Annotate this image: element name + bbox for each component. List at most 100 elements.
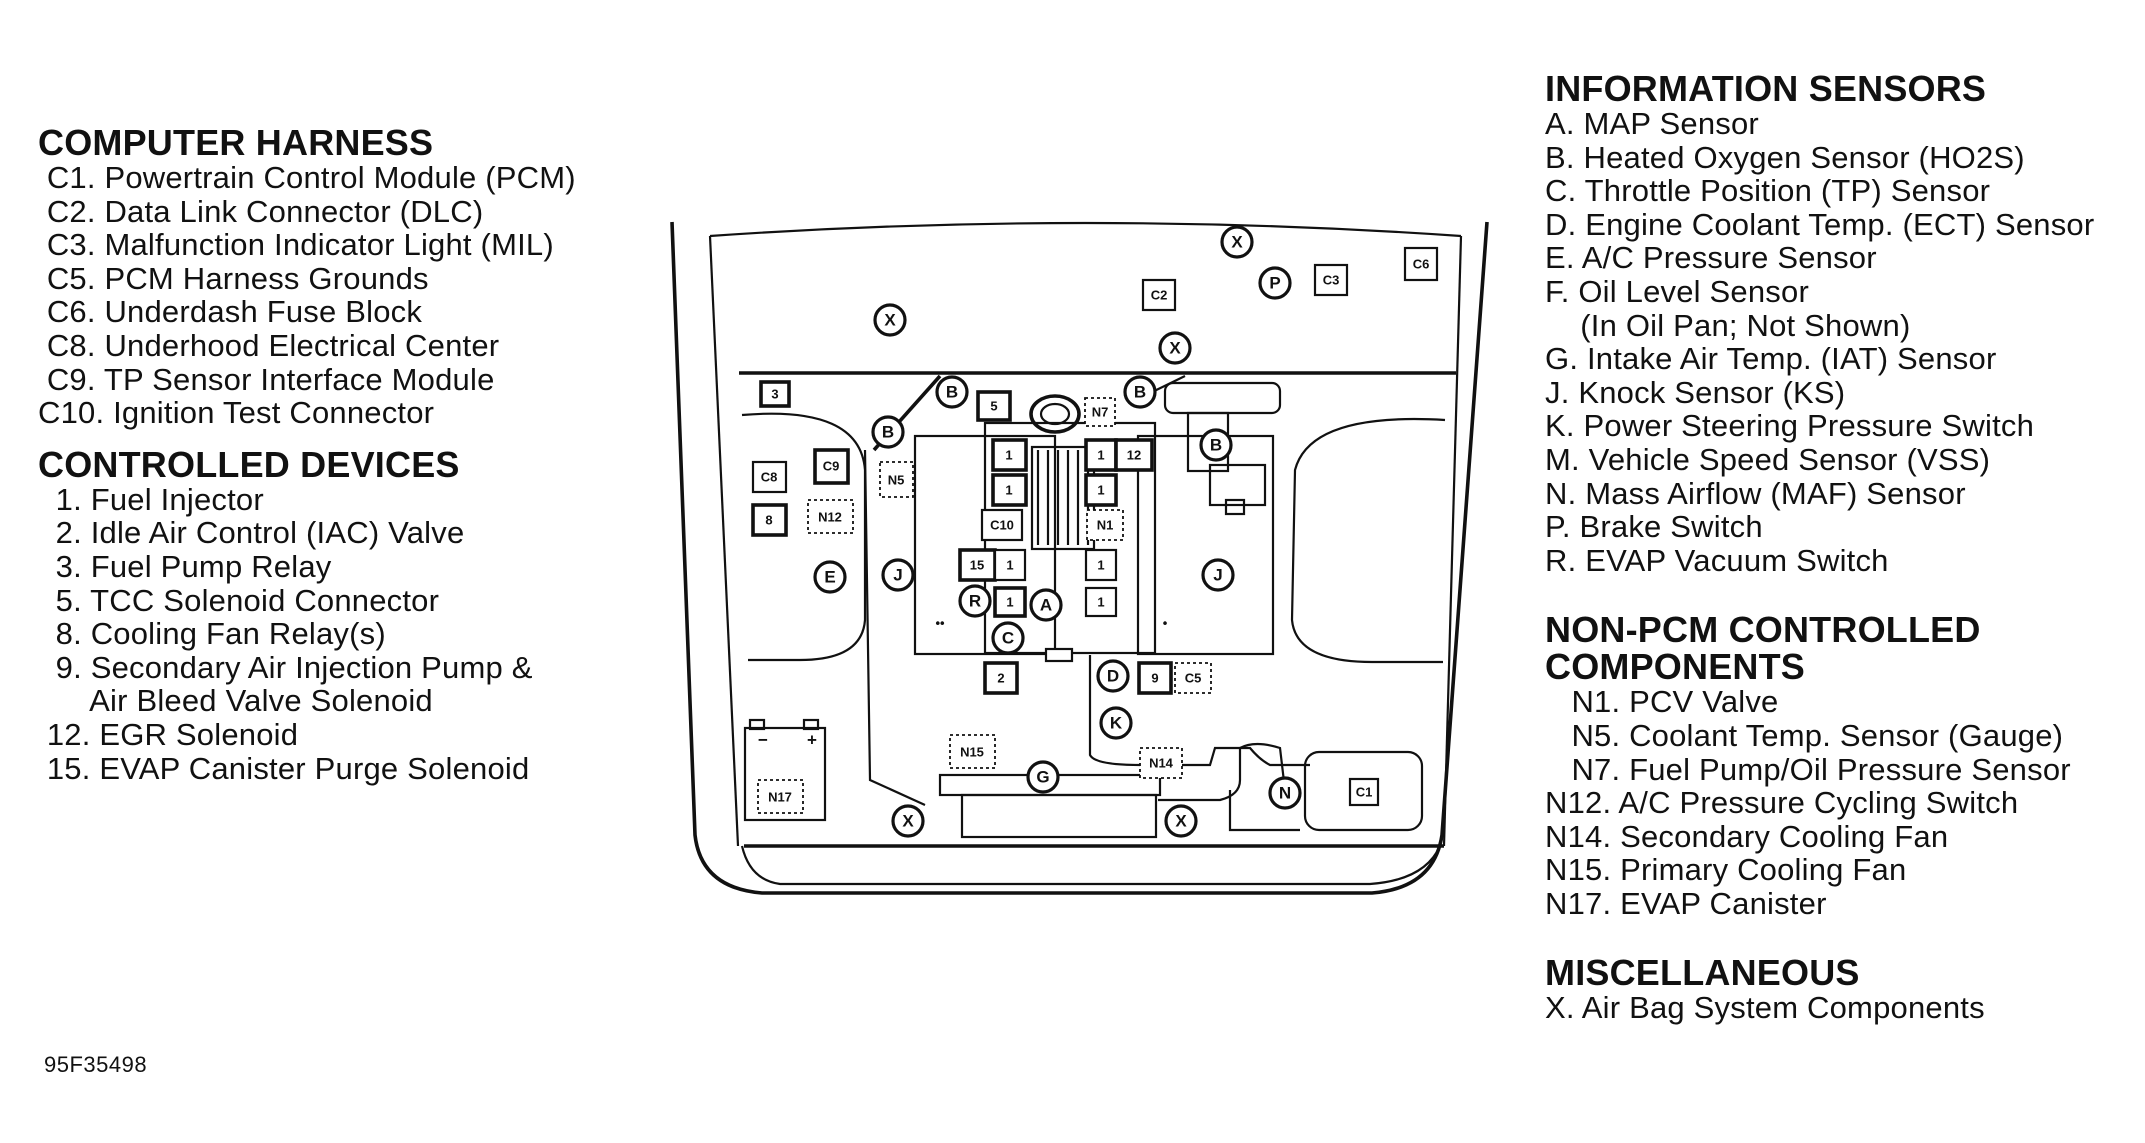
circle-p: P (1258, 266, 1292, 300)
legend-item-f-cont: (In Oil Pan; Not Shown) (1545, 307, 1911, 343)
legend-item-n14: N14. Secondary Cooling Fan (1545, 818, 1949, 854)
svg-text:X: X (884, 311, 896, 330)
box-1-g: 1 (993, 586, 1027, 618)
svg-text:X: X (1231, 233, 1243, 252)
svg-text:C10: C10 (990, 518, 1014, 533)
svg-text:C2: C2 (1151, 288, 1168, 303)
box-n5: N5 (879, 461, 914, 498)
circle-x-2: X (873, 303, 907, 337)
svg-text:1: 1 (1006, 595, 1013, 610)
svg-text:X: X (1169, 339, 1181, 358)
pcm-bracket (1228, 790, 1300, 832)
svg-text:C3: C3 (1323, 273, 1340, 288)
legend-item-2: 2. Idle Air Control (IAC) Valve (38, 515, 465, 551)
legend-item-1: 1. Fuel Injector (38, 481, 264, 517)
air-intake-duct (1088, 655, 1310, 767)
svg-text:1: 1 (1005, 448, 1012, 463)
circle-d: D (1096, 659, 1130, 693)
svg-text:J: J (1213, 566, 1222, 585)
box-n15: N15 (949, 734, 996, 769)
legend-item-c5: C5. PCM Harness Grounds (38, 260, 429, 296)
legend-item-n1: N1. PCV Valve (1545, 684, 1779, 720)
fender-outline (670, 221, 1489, 895)
legend-item-g: G. Intake Air Temp. (IAT) Sensor (1545, 341, 1997, 377)
oil-filler-cap (1029, 394, 1081, 434)
legend-item-c6: C6. Underdash Fuse Block (38, 294, 423, 330)
box-8: 8 (751, 503, 788, 537)
battery-post-right (802, 718, 820, 731)
plenum-ribs (1030, 445, 1096, 551)
circle-r: R (958, 584, 992, 618)
svg-text:1: 1 (1097, 558, 1104, 573)
svg-text:1: 1 (1006, 558, 1013, 573)
engine-block-right (1136, 434, 1275, 656)
svg-text:X: X (1175, 812, 1187, 831)
legend-item-e: E. A/C Pressure Sensor (1545, 240, 1877, 276)
svg-text:N1: N1 (1097, 518, 1114, 533)
svg-text:C9: C9 (823, 459, 840, 474)
svg-text:C5: C5 (1185, 671, 1202, 686)
box-1-a: 1 (991, 438, 1028, 472)
brake-booster-body (1208, 463, 1267, 507)
legend-item-c1: C1. Powertrain Control Module (PCM) (38, 160, 576, 195)
right-wheel-well (1290, 417, 1446, 664)
inner-right-wall (1442, 235, 1463, 847)
box-1-d: 1 (1084, 473, 1118, 507)
legend-item-f: F. Oil Level Sensor (1545, 273, 1809, 309)
box-c3: C3 (1313, 263, 1349, 297)
air-cleaner-box (960, 793, 1158, 839)
component-boxes: 3 5 1 1 12 1 1 C10 N1 15 1 1 1 1 2 9 C5 … (751, 246, 1439, 814)
circle-k: K (1099, 706, 1133, 740)
engine-mark-right: • (1163, 616, 1168, 631)
box-5: 5 (976, 390, 1012, 422)
box-n14: N14 (1139, 747, 1183, 779)
circle-a: A (1029, 588, 1063, 622)
maf-duct (1158, 742, 1287, 802)
engine-mark-left: •• (935, 616, 945, 631)
box-1-c: 1 (991, 473, 1028, 507)
circle-x-5: X (1164, 804, 1198, 838)
svg-text:1: 1 (1097, 448, 1104, 463)
svg-text:5: 5 (990, 399, 997, 414)
circle-g: G (1026, 760, 1060, 794)
box-1-f: 1 (1084, 548, 1118, 582)
circle-x-1: X (1220, 225, 1254, 259)
box-c10: C10 (980, 508, 1024, 542)
legend-item-8: 8. Cooling Fan Relay(s) (38, 616, 386, 652)
svg-text:9: 9 (1151, 671, 1158, 686)
svg-text:N15: N15 (960, 745, 984, 760)
svg-text:C8: C8 (761, 470, 778, 485)
box-c8: C8 (751, 460, 788, 494)
legend-item-5: 5. TCC Solenoid Connector (38, 582, 440, 618)
svg-text:A: A (1040, 596, 1052, 615)
legend-item-k: K. Power Steering Pressure Switch (1545, 408, 2035, 444)
svg-text:J: J (893, 566, 902, 585)
svg-text:G: G (1036, 768, 1049, 787)
box-c5: C5 (1174, 662, 1212, 694)
legend-item-n7: N7. Fuel Pump/Oil Pressure Sensor (1545, 751, 2071, 787)
legend-item-b: B. Heated Oxygen Sensor (HO2S) (1545, 139, 2025, 175)
legend-item-12: 12. EGR Solenoid (38, 716, 299, 752)
box-c6: C6 (1403, 246, 1439, 282)
svg-text:N5: N5 (888, 473, 905, 488)
throttle-body (1044, 647, 1074, 663)
legend-item-c2: C2. Data Link Connector (DLC) (38, 193, 484, 229)
svg-text:N: N (1279, 784, 1291, 803)
legend-item-c10: C10. Ignition Test Connector (38, 395, 435, 431)
right-legend: INFORMATION SENSORS A. MAP Sensor B. Hea… (1545, 70, 2094, 1025)
box-2: 2 (983, 661, 1019, 695)
battery-post-left (748, 718, 766, 731)
svg-text:N14: N14 (1149, 756, 1174, 771)
information-sensors-heading: INFORMATION SENSORS (1545, 68, 1987, 109)
legend-item-m: M. Vehicle Speed Sensor (VSS) (1545, 441, 1991, 477)
circle-b-3: B (1199, 428, 1233, 462)
svg-text:12: 12 (1127, 448, 1141, 463)
legend-item-n: N. Mass Airflow (MAF) Sensor (1545, 475, 1966, 511)
circle-n: N (1268, 776, 1302, 810)
controlled-devices-heading: CONTROLLED DEVICES (38, 443, 460, 485)
legend-item-c8: C8. Underhood Electrical Center (38, 327, 500, 363)
battery (743, 726, 827, 822)
legend-item-3: 3. Fuel Pump Relay (38, 548, 332, 584)
box-9: 9 (1137, 661, 1173, 695)
non-pcm-heading-line2: COMPONENTS (1545, 646, 1806, 688)
